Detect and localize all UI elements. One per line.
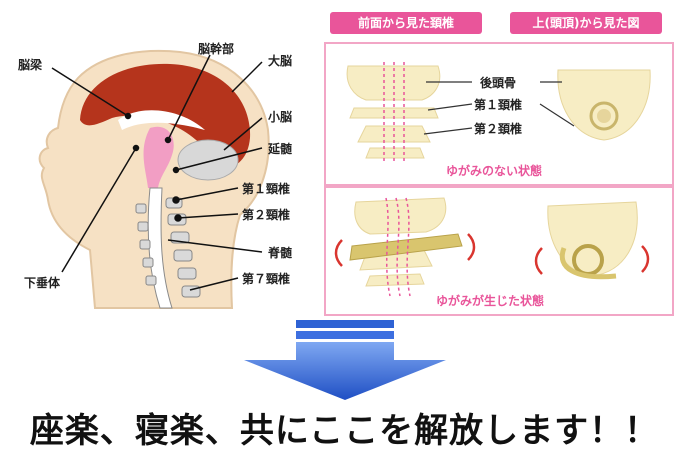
tag-top-view: 上(頭頂)から見た図 <box>510 12 662 34</box>
distorted-spine-illustration <box>334 197 650 297</box>
label-pituitary: 下垂体 <box>24 276 61 290</box>
label-cerebrum: 大脳 <box>268 54 293 68</box>
slogan-text: 座楽、寝楽、共にここを解放します！！ <box>29 411 660 451</box>
label-brainstem: 脳幹部 <box>198 42 235 56</box>
label-occipital: 後頭骨 <box>480 76 517 90</box>
label-spinal-cord: 脊髄 <box>268 246 293 260</box>
down-arrow-icon <box>244 320 446 400</box>
vertebra-5 <box>177 267 197 280</box>
occipital-bone-front-tilted <box>354 197 447 235</box>
head-illustration <box>38 49 270 309</box>
vertebra-4 <box>173 249 193 262</box>
head-anatomy-diagram: 脳梁 脳幹部 大脳 小脳 延髄 第１頸椎 第２頸椎 脊髄 第７頸椎 下垂体 <box>0 0 320 320</box>
normal-spine-illustration <box>346 62 651 162</box>
normal-state-box: 後頭骨 第１頚椎 第２頚椎 ゆがみのない状態 <box>324 42 674 186</box>
label-cerebellum: 小脳 <box>268 110 293 124</box>
c1-front-tilted <box>349 233 463 261</box>
label-c1-neck: 第１頚椎 <box>474 98 523 112</box>
rotation-arrow-right <box>467 233 476 261</box>
label-c2: 第２頸椎 <box>242 208 291 222</box>
rotation-arrow-left-top <box>534 247 543 275</box>
label-corpus-callosum: 脳梁 <box>18 58 43 72</box>
corpus-callosum-shape <box>118 110 205 130</box>
rotation-arrow-left <box>334 239 343 267</box>
tag-front-view: 前面から見た頚椎 <box>330 12 482 34</box>
cerebellum-shape <box>177 139 239 181</box>
distorted-state-box: ゆがみが生じた状態 <box>324 186 674 316</box>
label-c2-neck: 第２頚椎 <box>474 122 523 136</box>
rotation-arrow-right-top <box>641 245 650 273</box>
label-medulla: 延髄 <box>268 142 293 156</box>
label-c7: 第７頸椎 <box>242 272 291 286</box>
caption-distorted: ゆがみが生じた状態 <box>436 294 545 308</box>
label-c1: 第１頸椎 <box>242 182 291 196</box>
caption-normal: ゆがみのない状態 <box>446 164 543 178</box>
